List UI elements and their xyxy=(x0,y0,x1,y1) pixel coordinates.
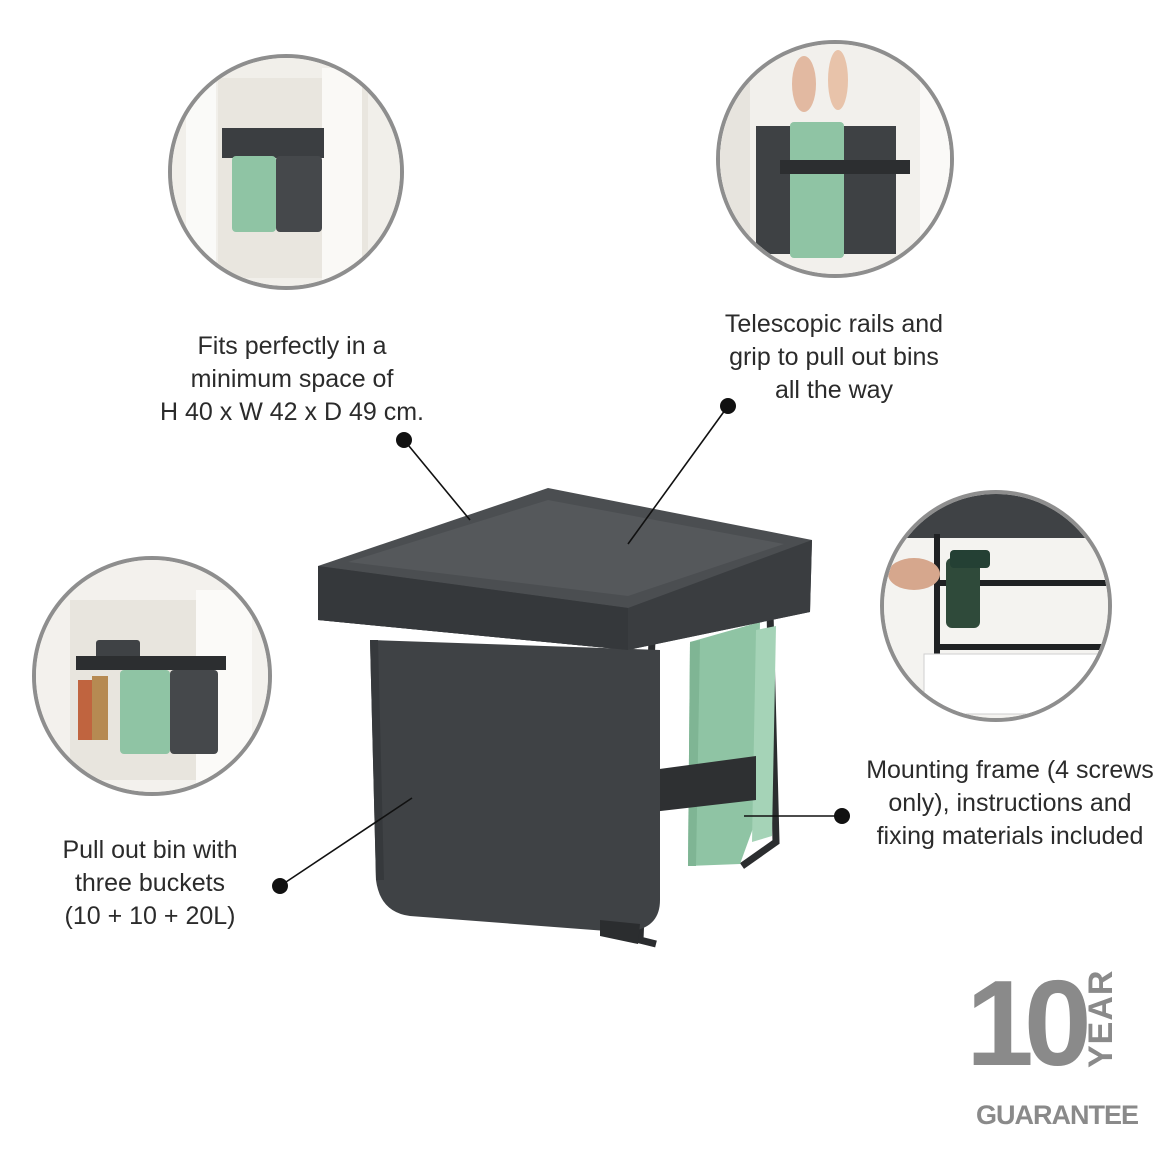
callout-buckets-line: (10 + 10 + 20L) xyxy=(64,902,236,930)
drill-mounting-illustration xyxy=(884,494,1108,718)
pull-out-bucket-photo xyxy=(716,40,954,278)
cabinet-install-illustration xyxy=(172,58,400,286)
guarantee-badge: 10 YEAR GUARANTEE xyxy=(966,962,1139,1136)
callout-mounting-line: Mounting frame (4 screws xyxy=(866,756,1154,784)
cabinet-install-photo xyxy=(168,54,404,290)
leader-fits xyxy=(396,432,471,521)
pull-out-bin-product xyxy=(318,488,812,948)
badge-year: YEAR xyxy=(1082,969,1120,1068)
leader-rails xyxy=(627,398,736,545)
callout-mounting-line: only), instructions and xyxy=(888,789,1132,817)
callout-fits: Fits perfectly in a minimum space of H 4… xyxy=(150,330,434,429)
callout-mounting: Mounting frame (4 screws only), instruct… xyxy=(862,754,1158,853)
open-cabinet-photo xyxy=(32,556,272,796)
pull-out-bucket-illustration xyxy=(720,44,950,274)
callout-rails-line: all the way xyxy=(774,376,894,404)
callout-mounting-line: fixing materials included xyxy=(876,822,1144,850)
callout-buckets-line: Pull out bin with xyxy=(62,836,238,864)
callout-fits-line: minimum space of xyxy=(190,365,394,393)
leader-buckets xyxy=(272,797,413,894)
badge-guarantee: GUARANTEE xyxy=(976,1100,1139,1130)
callout-rails-line: Telescopic rails and xyxy=(724,310,944,338)
callout-fits-line: Fits perfectly in a xyxy=(197,332,387,360)
callout-rails: Telescopic rails and grip to pull out bi… xyxy=(704,308,964,407)
drill-mounting-photo xyxy=(880,490,1112,722)
leader-mounting xyxy=(744,808,850,824)
callout-fits-line: H 40 x W 42 x D 49 cm. xyxy=(160,398,424,426)
callout-buckets-line: three buckets xyxy=(74,869,226,897)
open-cabinet-illustration xyxy=(36,560,268,792)
callout-buckets: Pull out bin with three buckets (10 + 10… xyxy=(40,834,260,933)
badge-number: 10 xyxy=(966,955,1092,1091)
callout-rails-line: grip to pull out bins xyxy=(729,343,939,371)
